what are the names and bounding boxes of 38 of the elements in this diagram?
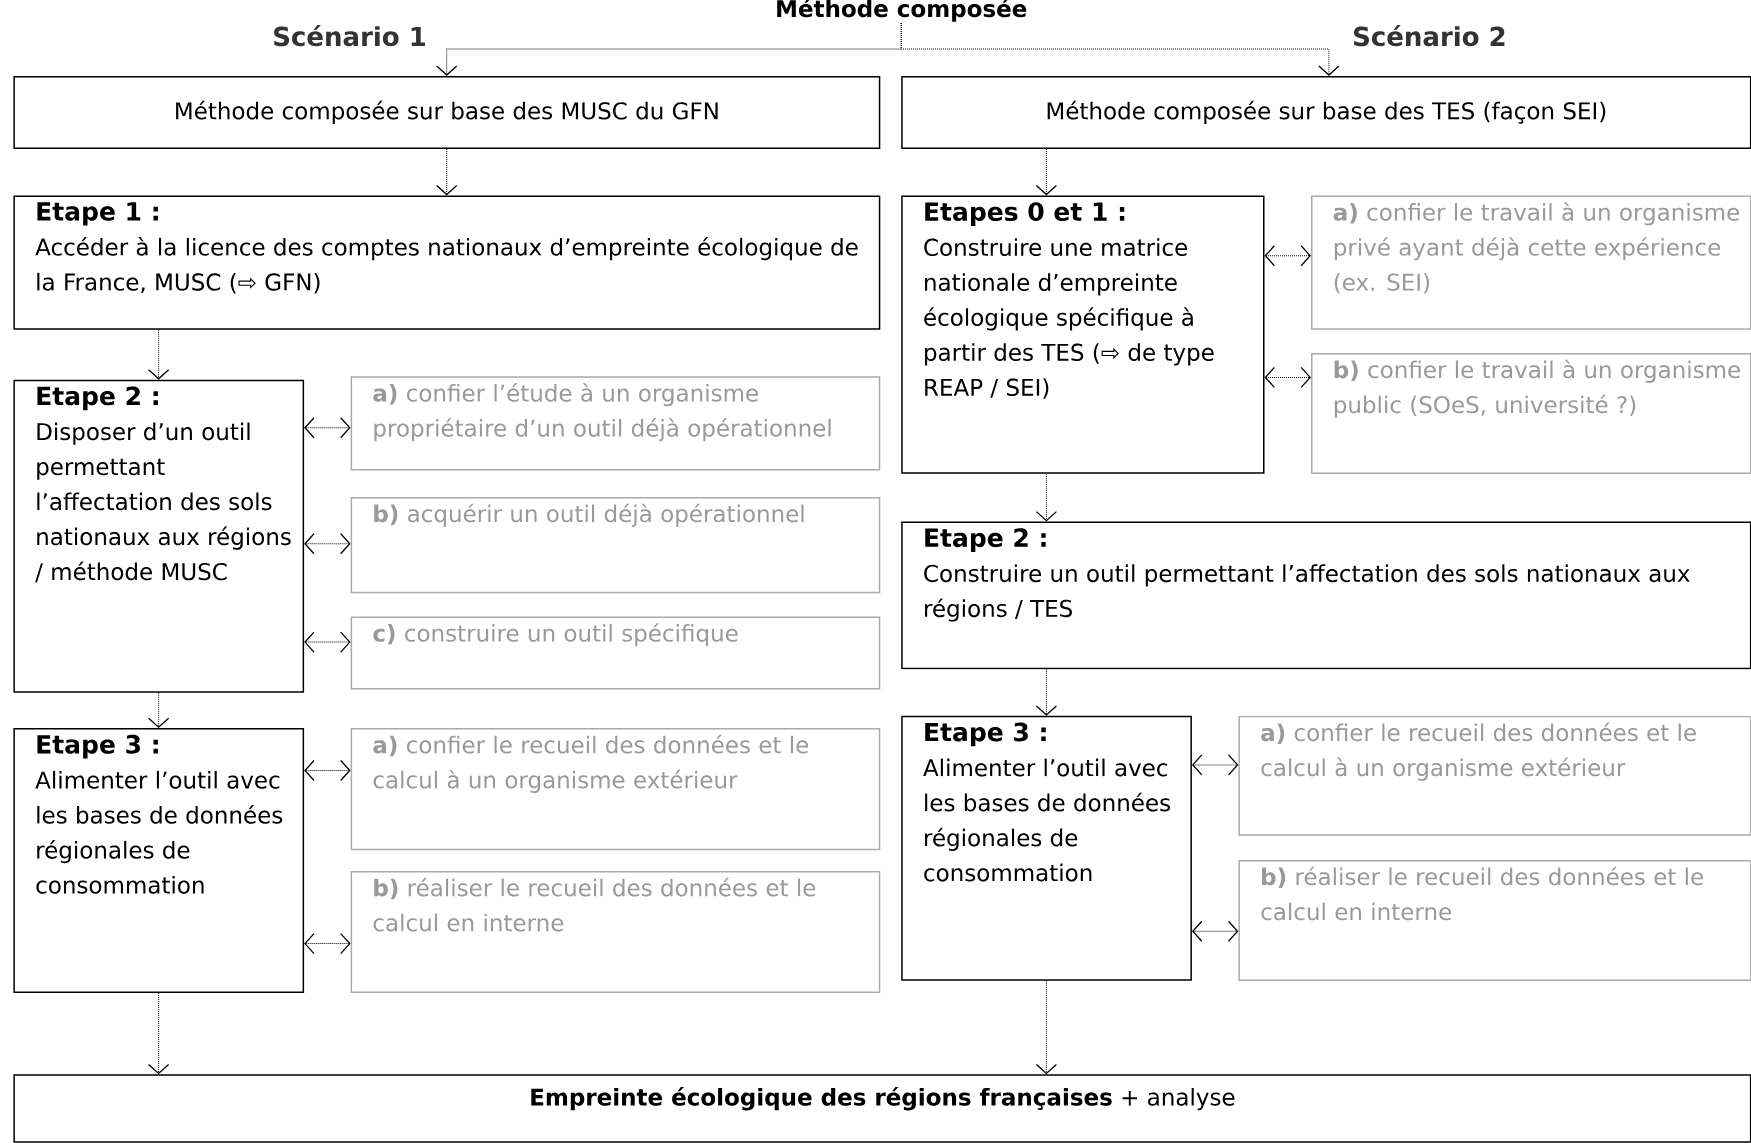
option-box: b) confier le travail à un organisme public (SOeS, université ?) [1311, 352, 1751, 474]
arrow [900, 22, 1340, 76]
arrow [304, 759, 351, 782]
arrow [304, 932, 351, 955]
option-box: a) confier le recueil des données et le calcul à un organisme extérieur [1238, 715, 1751, 836]
step-box: Etape 1 : Accéder à la licence des comptes nationaux d’empreinte écologique de la France, MUSC (⇨ GFN) [13, 195, 881, 330]
arrow [147, 992, 170, 1075]
arrow [1035, 668, 1058, 716]
arrow [304, 631, 351, 653]
option-box: a) confier le travail à un organisme privé ayant déjà cette expérience (ex. SEI) [1311, 195, 1751, 330]
step-box: Etape 3 : Alimenter l’outil avec les bases de données régionales de consommation [901, 715, 1192, 981]
scenario-label: Scénario 2 [1354, 25, 1505, 47]
arrow [304, 417, 351, 439]
option-box: a) confier le recueil des données et le calcul à un organisme extérieur [350, 728, 881, 851]
arrow [1035, 148, 1058, 196]
step-box: Etape 2 : Disposer d’un outil permettant l’affectation des sols nationaux aux régions / méthode MUSC [13, 379, 305, 693]
arrow [147, 329, 170, 380]
arrow [304, 533, 351, 555]
result-box: Empreinte écologique des régions françaises + analyse [13, 1074, 1751, 1143]
option-box: b) réaliser le recueil des données et le calcul en interne [1238, 859, 1751, 981]
arrow [1191, 754, 1239, 776]
arrow [1035, 473, 1058, 522]
method-box: Méthode composée sur base des TES (façon SEI) [901, 75, 1751, 149]
arrow [436, 148, 458, 196]
arrow [147, 692, 170, 729]
scenario-label: Scénario 1 [274, 25, 425, 47]
method-box: Méthode composée sur base des MUSC du GFN [13, 75, 881, 149]
step-box: Etape 3 : Alimenter l’outil avec les bases de données régionales de consommation [13, 728, 305, 994]
arrow [1191, 920, 1239, 942]
step-box: Etape 2 : Construire un outil permettant l’affectation des sols nationaux aux régions / TES [901, 521, 1751, 670]
option-box: b) acquérir un outil déjà opérationnel [350, 496, 881, 594]
arrow [1264, 245, 1311, 267]
step-box: Etapes 0 et 1 : Construire une matrice nationale d’empreinte écologique spécifique à partir des TES (⇨ de type REAP / SEI) [901, 195, 1265, 474]
option-box: a) confier l’étude à un organisme propriétaire d’un outil déjà opérationnel [350, 376, 881, 471]
arrow [1035, 980, 1058, 1075]
option-box: c) construire un outil spécifique [350, 616, 881, 690]
option-box: b) réaliser le recueil des données et le calcul en interne [350, 871, 881, 994]
arrow [1264, 366, 1311, 389]
